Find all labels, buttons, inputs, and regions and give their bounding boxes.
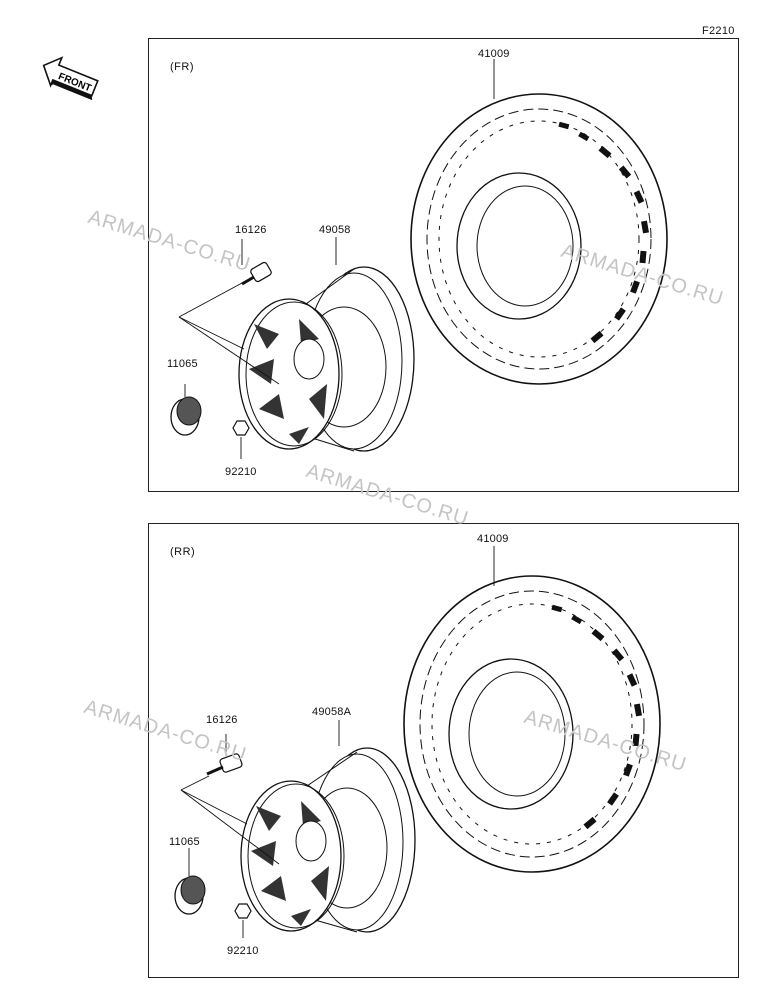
part-number-valve[interactable]: 16126 (235, 224, 267, 236)
part-number-cap[interactable]: 11065 (167, 358, 198, 370)
center-cap-drawing (174, 875, 206, 915)
part-number-rim[interactable]: 49058 (319, 224, 351, 236)
valve-stem-drawing (241, 261, 272, 286)
panel-rear: (RR) 41009 49058A 16126 11065 92210 (148, 523, 739, 978)
part-number-nut[interactable]: 92210 (227, 945, 259, 957)
panel-label: (FR) (170, 61, 194, 73)
lug-nut-drawing (232, 420, 250, 436)
center-cap-drawing (170, 396, 202, 436)
valve-stem-drawing (206, 753, 243, 776)
part-number-nut[interactable]: 92210 (225, 466, 257, 478)
panel-front: (FR) 41009 49058 16126 11065 92210 (148, 38, 739, 492)
lug-nut-drawing (234, 903, 252, 919)
front-arrow-icon: FRONT (36, 48, 102, 117)
part-number-rim[interactable]: 49058A (312, 706, 352, 718)
part-number-tire[interactable]: 41009 (478, 48, 510, 60)
part-number-tire[interactable]: 41009 (477, 533, 509, 545)
tire-drawing (410, 93, 668, 385)
rim-drawing (240, 747, 416, 933)
rear-wheel-drawing (174, 546, 661, 938)
part-number-valve[interactable]: 16126 (206, 714, 238, 726)
front-wheel-drawing (170, 59, 668, 459)
figure-code: F2210 (702, 25, 735, 37)
part-number-cap[interactable]: 11065 (169, 836, 200, 848)
tire-drawing (403, 575, 661, 873)
panel-label: (RR) (170, 546, 196, 558)
rim-drawing (238, 266, 415, 452)
